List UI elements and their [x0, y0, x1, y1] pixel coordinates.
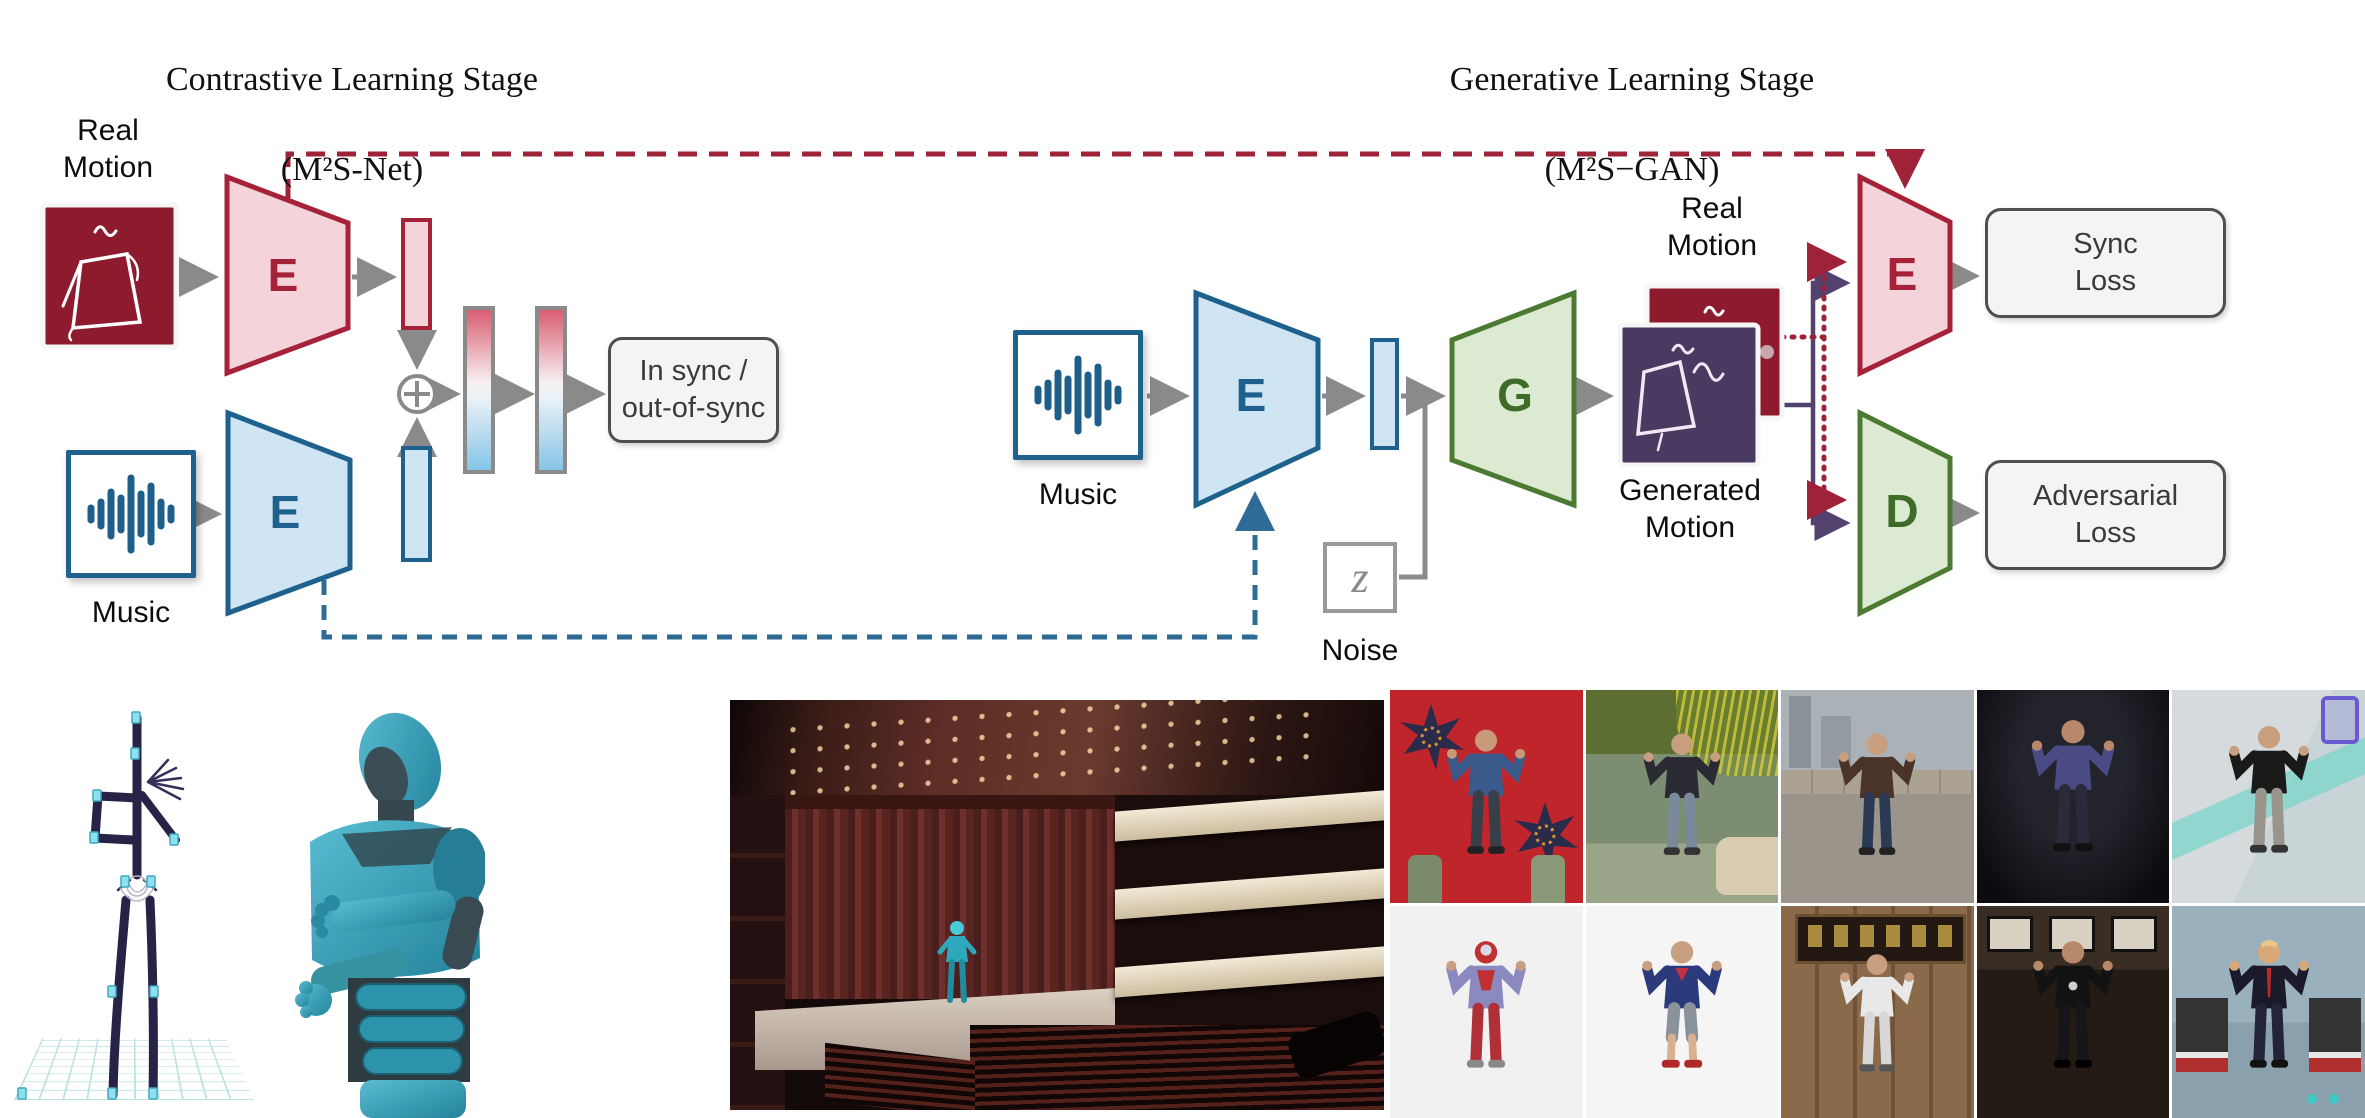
music-encoder-letter: E [269, 486, 301, 538]
fusion-fc-bar-2 [535, 306, 567, 474]
motion-encoder-trapezoid [224, 173, 351, 377]
real-motion-label-right: Real Motion [1666, 192, 1758, 262]
video-frame-grid [1390, 690, 2365, 1118]
ceiling-lights [790, 700, 1330, 807]
video-frame-2-1 [1390, 905, 1583, 1118]
skeleton-motion-capture-panel [0, 690, 270, 1118]
motion-encoder-letter: E [267, 249, 299, 301]
dancing-person [2033, 941, 2113, 1068]
dancing-person [1643, 732, 1721, 855]
fusion-fc-bar-1 [463, 306, 495, 474]
robot-character-panel [280, 700, 485, 1118]
video-frame-1-4 [1976, 690, 2170, 903]
dancing-person [2031, 719, 2115, 851]
framed-photo [1986, 915, 2033, 952]
video-frame-2-5 [2172, 905, 2365, 1118]
noise-z-box: z [1323, 542, 1397, 613]
balcony-band [1115, 868, 1384, 920]
generated-motion-thumbnail [1617, 322, 1761, 468]
noise-z-symbol: z [1351, 553, 1369, 602]
motion-embedding-bar [401, 218, 432, 330]
video-frame-2-2 [1585, 905, 1779, 1118]
star-pattern-icon [1400, 704, 1464, 770]
theater-stage-panel [730, 700, 1384, 1110]
sync-encoder-trapezoid [1857, 172, 1953, 377]
teal-dot [2307, 1094, 2317, 1104]
video-frame-1-1 [1390, 690, 1583, 903]
video-frame-2-3 [1781, 905, 1974, 1118]
framed-photo [2110, 915, 2157, 952]
generative-subtitle-line: (M²S−GAN) [1544, 151, 1720, 188]
rock [1715, 836, 1779, 895]
generator-letter: G [1497, 369, 1533, 421]
architecture-diagram [40, 149, 1980, 640]
generator-trapezoid [1449, 289, 1577, 509]
skeleton-figure [17, 711, 185, 1100]
skyscraper-silhouette [1789, 696, 1812, 768]
music-embedding-bar [401, 446, 432, 562]
balcony-band [1115, 946, 1384, 998]
costumed-person [1446, 941, 1527, 1068]
noise-connector-line [1399, 399, 1428, 580]
music-label-gen: Music [1038, 478, 1118, 511]
balcony-band [1115, 790, 1384, 842]
sync-output-box: In sync / out-of-sync [608, 337, 779, 443]
generated-motion-connectors [1758, 265, 1851, 541]
arrow-generated-to-syncencoder [1758, 265, 1851, 408]
channel-logo [2321, 696, 2359, 744]
dancing-person [2228, 725, 2309, 853]
arrow-real-to-syncencoder [1779, 242, 1847, 340]
arrow-real-to-discriminator [1807, 334, 1847, 520]
music-encoder-trapezoid [225, 409, 353, 617]
generative-title-line: Generative Learning Stage [1449, 61, 1815, 98]
flag-podium [2309, 997, 2361, 1072]
sync-encoder-letter: E [1886, 248, 1918, 300]
generative-stage-title: Generative Learning Stage (M²S−GAN) [1382, 12, 1882, 237]
suited-dancer [2228, 940, 2309, 1068]
music-input-box-left [66, 450, 196, 578]
dancing-person [1642, 941, 1722, 1068]
generated-motion-label: Generated Motion [1619, 474, 1761, 544]
teal-dot [2329, 1094, 2339, 1104]
dancing-person [1839, 732, 1916, 855]
motion-encoder-weight-share-dashed-line [285, 149, 1925, 198]
real-motion-thumbnail-left [40, 202, 179, 350]
bystander-figure [1408, 854, 1442, 903]
real-motion-label-left: Real Motion [62, 114, 154, 184]
waveform-icon [1034, 355, 1122, 435]
video-frame-1-5 [2172, 690, 2365, 903]
adversarial-loss-box: Adversarial Loss [1985, 460, 2226, 570]
contrastive-subtitle-line: (M²S-Net) [280, 151, 424, 188]
gen-music-encoder-letter: E [1235, 369, 1267, 421]
video-frame-1-2 [1585, 690, 1779, 903]
robot-figure [295, 712, 485, 1118]
contrastive-stage-title: Contrastive Learning Stage (M²S-Net) [102, 12, 602, 237]
theater-ceiling [730, 700, 1384, 807]
dancing-person [1447, 729, 1526, 854]
music-encoder-weight-share-dashed-line [321, 491, 1275, 640]
video-frame-2-4 [1976, 905, 2170, 1118]
music-label-left: Music [91, 596, 171, 629]
balcony-section [1115, 790, 1384, 1030]
bystander-figure [1530, 854, 1565, 903]
discriminator-letter: D [1885, 485, 1919, 537]
discriminator-trapezoid [1857, 408, 1953, 618]
gen-music-encoder-trapezoid [1193, 289, 1321, 509]
waveform-icon [87, 474, 175, 554]
music-input-box-gen [1013, 330, 1143, 460]
circled-plus-icon [397, 374, 437, 414]
dancing-person [1840, 954, 1915, 1072]
noise-label: Noise [1321, 634, 1399, 667]
star-pattern-icon [1514, 802, 1578, 868]
sync-loss-box: Sync Loss [1985, 208, 2226, 318]
video-frame-1-3 [1781, 690, 1974, 903]
flag-podium [2176, 997, 2229, 1072]
dancer-figure-on-stage [937, 921, 977, 1003]
gen-music-embedding-bar [1370, 338, 1399, 450]
real-motion-connectors [1779, 242, 1847, 520]
arrow-generated-to-discriminator [1810, 405, 1851, 541]
contrastive-title-line: Contrastive Learning Stage [165, 61, 538, 98]
